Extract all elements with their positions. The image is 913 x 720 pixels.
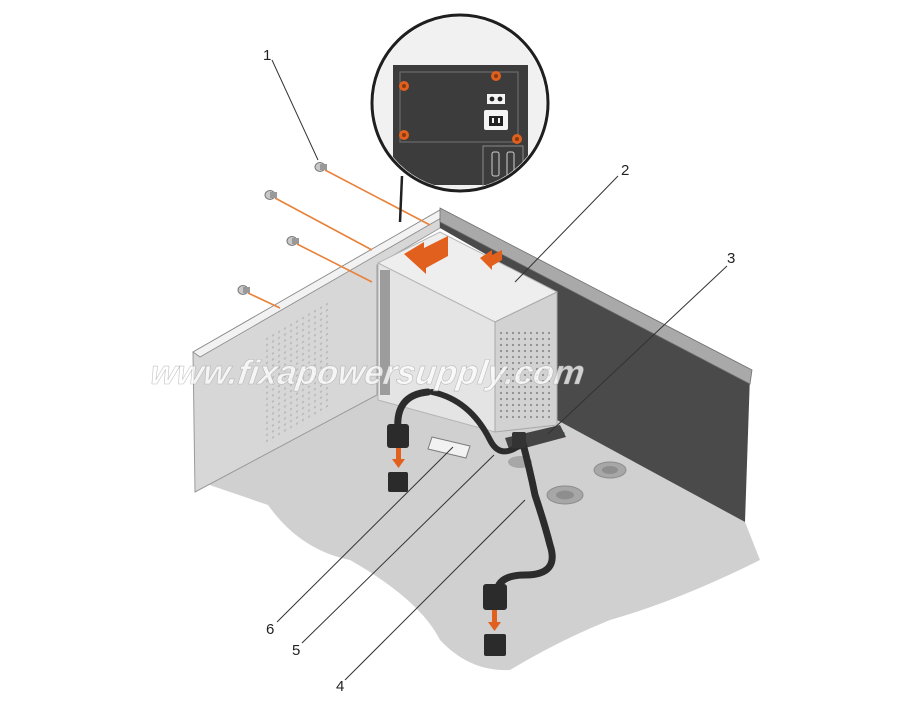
psu-left-fins (380, 270, 390, 395)
screw-hole-icon (512, 134, 522, 144)
psu-power-cable-right (493, 436, 556, 594)
floor-standoff (602, 466, 618, 474)
callout-number-3: 3 (727, 250, 735, 267)
down-arrow-icon (392, 448, 405, 468)
psu-cable-loop (429, 389, 523, 455)
cable-connector-lower (483, 584, 507, 610)
screw-hole-icon (399, 81, 409, 91)
floor-standoff (556, 490, 574, 500)
chassis-floor (195, 392, 760, 671)
callout-leader-6 (276, 446, 454, 623)
down-arrow-icon (488, 610, 501, 631)
callout-leader-5 (301, 454, 495, 644)
psu-back-plate-outline (399, 71, 519, 143)
zoom-inset (370, 13, 550, 193)
screw-icon (237, 285, 250, 295)
cable-connector-upper (387, 424, 409, 448)
callout-leader-1 (271, 59, 319, 161)
screw-guide-line (296, 243, 373, 283)
board-connector-lower (484, 634, 506, 656)
cable-clip (512, 432, 526, 448)
board-connector-upper (388, 472, 408, 492)
screw-hole-icon (399, 130, 409, 140)
power-switch-icon (487, 94, 505, 104)
watermark-text: www.fixapowersupply.com (148, 354, 587, 392)
screw-guide-line (324, 169, 431, 226)
screw-hole-icon (491, 71, 501, 81)
screw-guide-line (274, 197, 373, 251)
screw-icon (314, 162, 327, 172)
screw-guide-line (247, 292, 281, 309)
callout-number-5: 5 (292, 642, 300, 659)
psu-side-vent (497, 330, 552, 420)
chassis-back-wall (440, 210, 750, 522)
cable-guide-bracket (427, 436, 471, 459)
screw-icon (264, 190, 277, 200)
power-socket-icon (484, 110, 508, 130)
screw-icon (286, 236, 299, 246)
callout-leader-3 (547, 265, 728, 435)
callout-leader-4 (344, 499, 526, 681)
back-wall-top-rail (439, 207, 753, 385)
left-wall-vent-grille (262, 298, 332, 449)
push-arrow-icon (404, 236, 448, 274)
callout-number-2: 2 (621, 162, 629, 179)
callout-number-4: 4 (336, 678, 344, 695)
callout-leader-2 (514, 175, 619, 283)
zoom-pointer-line (398, 175, 404, 223)
callout-number-6: 6 (266, 621, 274, 638)
push-arrow-icon (480, 250, 502, 270)
callout-number-1: 1 (263, 47, 271, 64)
